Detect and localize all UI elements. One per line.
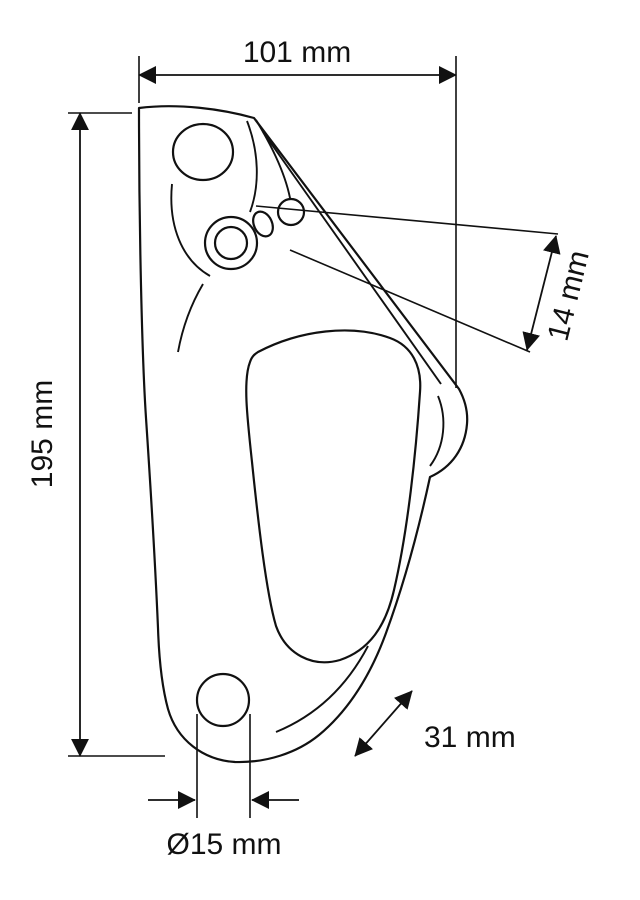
trigger-circle (276, 197, 306, 227)
lower-band-line (275, 645, 369, 733)
dim-width: 101 mm (138, 36, 457, 388)
width-dimension-label: 101 mm (243, 36, 351, 69)
rope-gap-dimension-line (522, 235, 561, 351)
thumb-catch-line (429, 395, 445, 467)
rope-gap-ext-top (255, 205, 559, 235)
plate-edge-line (262, 131, 442, 385)
clearance-dimension-line (354, 690, 413, 757)
dim-clearance: 31 mm (354, 690, 516, 757)
ascender-body (137, 105, 469, 764)
safety-slot (252, 210, 274, 238)
hole-diameter-label: Ø15 mm (166, 828, 281, 861)
handle-opening (245, 329, 422, 664)
dim-height: 195 mm (26, 112, 165, 757)
head-contour-line (246, 120, 258, 213)
height-dimension-label: 195 mm (26, 380, 59, 488)
dim-hole-diameter: Ø15 mm (148, 714, 299, 861)
rope-gap-ext-bottom (289, 249, 531, 353)
cam-left-contour (170, 183, 211, 277)
top-attachment-hole (171, 122, 235, 182)
cam-inner-circle (213, 225, 249, 261)
cam-lower-contour (177, 283, 204, 353)
clearance-dimension-label: 31 mm (424, 721, 516, 754)
bottom-attachment-hole (195, 672, 251, 728)
